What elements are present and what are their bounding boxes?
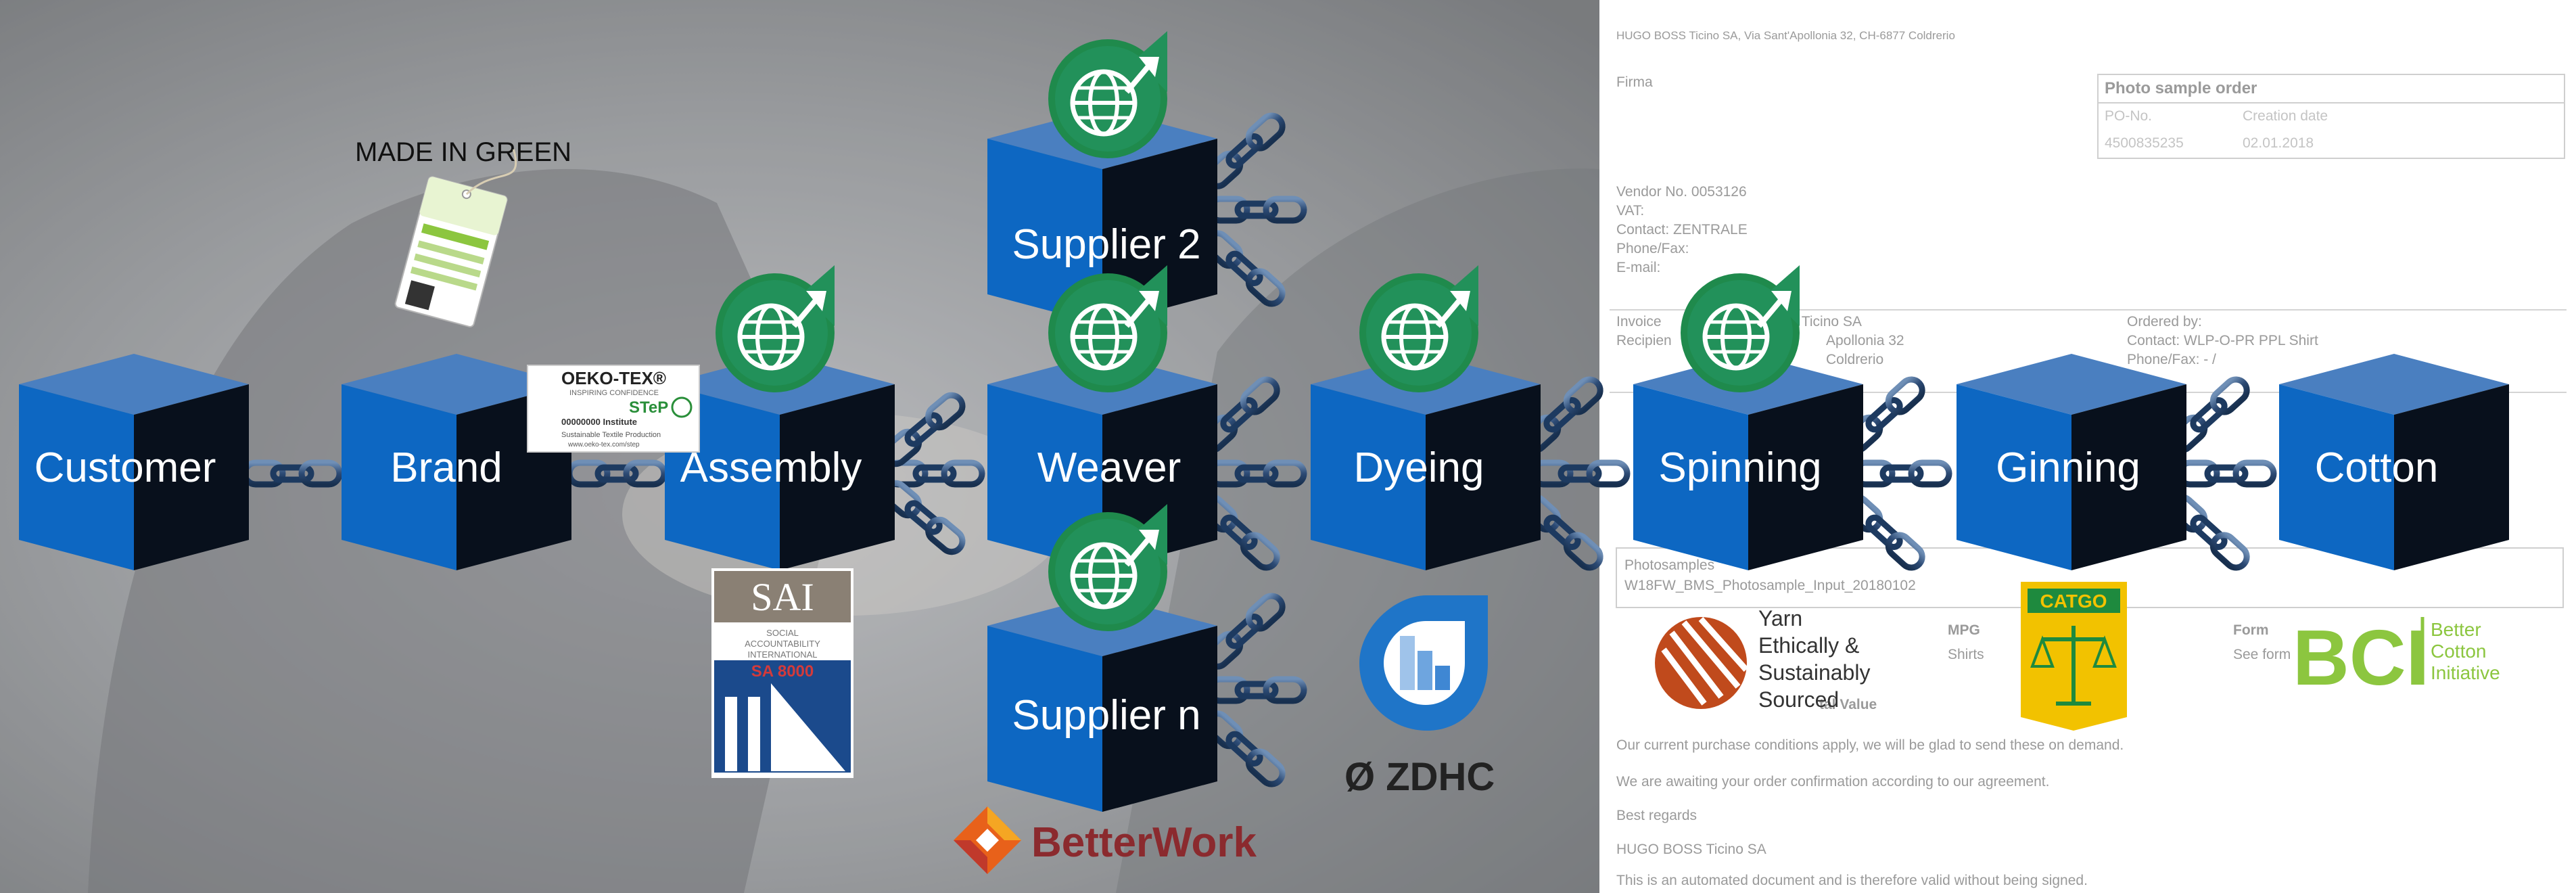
- made-in-green-label: MADE IN GREEN: [355, 137, 571, 327]
- node-ginning-label: Ginning: [1996, 444, 2140, 491]
- doc-automated: This is an automated document and is the…: [1616, 873, 2088, 888]
- doc-vendor: Vendor No. 0053126: [1616, 184, 1747, 200]
- doc-apollonia: Apollonia 32: [1826, 333, 1904, 348]
- betterwork-text: BetterWork: [1031, 819, 1257, 866]
- oeko-tex-step-icon: [671, 396, 693, 418]
- node-dyeing: Dyeing: [1311, 354, 1541, 570]
- doc-phonefax2: Phone/Fax: - /: [2127, 352, 2216, 367]
- sa8000-logo: SAI SOCIAL ACCOUNTABILITY INTERNATIONAL …: [711, 568, 853, 778]
- sai-sub1: SOCIAL: [766, 628, 799, 638]
- yarn-text-1: Yarn: [1758, 606, 1802, 631]
- doc-contact2: Contact: WLP-O-PR PPL Shirt: [2127, 333, 2318, 348]
- oeko-tex-tagline: INSPIRING CONFIDENCE: [569, 389, 659, 397]
- sai-sub2: ACCOUNTABILITY: [745, 639, 820, 649]
- node-cotton-label: Cotton: [2315, 444, 2439, 491]
- node-spinning: Spinning: [1633, 354, 1863, 570]
- node-weaver: Weaver: [987, 354, 1217, 570]
- doc-mpg: MPG: [1948, 622, 1980, 638]
- doc-total-value: tal Value: [1819, 697, 1877, 712]
- doc-coldrerio: Coldrerio: [1826, 352, 1883, 367]
- doc-po-value: 4500835235: [2105, 135, 2184, 151]
- oeko-tex-brand: OEKO-TEX®: [561, 368, 666, 388]
- node-supplier-2-label: Supplier 2: [1012, 221, 1200, 268]
- yarn-ethically-logo: Yarn Ethically & Sustainably Sourced: [1655, 606, 1870, 712]
- node-customer-label: Customer: [34, 444, 216, 491]
- doc-photosamples: Photosamples: [1624, 557, 1714, 573]
- zdhc-drop-icon: [1359, 595, 1488, 731]
- doc-contact: Contact: ZENTRALE: [1616, 222, 1748, 237]
- doc-photo-order-title: Photo sample order: [2105, 79, 2257, 97]
- doc-phone: Phone/Fax:: [1616, 241, 1689, 256]
- betterwork-mark-icon: [954, 806, 1021, 874]
- node-supplier-n-label: Supplier n: [1012, 692, 1200, 739]
- doc-invoice: Invoice: [1616, 314, 1662, 329]
- yarn-text-2: Ethically &: [1758, 633, 1859, 658]
- bci-text-3: Initiative: [2431, 662, 2500, 683]
- node-supplier-2: Supplier 2: [987, 108, 1217, 325]
- doc-form: Form: [2233, 622, 2269, 638]
- doc-awaiting: We are awaiting your order confirmation …: [1616, 774, 2049, 789]
- node-ginning: Ginning: [1957, 354, 2186, 570]
- doc-po-label: PO-No.: [2105, 108, 2152, 124]
- doc-email: E-mail:: [1616, 260, 1660, 275]
- zdhc-text: Ø ZDHC: [1344, 755, 1495, 799]
- catgo-logo: CATGO: [2021, 582, 2127, 731]
- oeko-tex-url: www.oeko-tex.com/step: [567, 441, 640, 449]
- bci-text-2: Cotton: [2431, 641, 2487, 662]
- node-assembly-label: Assembly: [680, 444, 862, 491]
- sa8000-columns-icon: [725, 683, 845, 771]
- oeko-tex-sub: Sustainable Textile Production: [561, 431, 661, 439]
- yarn-text-3: Sustainably: [1758, 660, 1870, 685]
- doc-creation-value: 02.01.2018: [2243, 135, 2314, 151]
- node-brand: Brand: [342, 354, 571, 570]
- doc-vat: VAT:: [1616, 203, 1644, 219]
- doc-shirts: Shirts: [1948, 647, 1984, 662]
- sa8000-text: SA 8000: [751, 662, 814, 681]
- doc-conditions: Our current purchase conditions apply, w…: [1616, 737, 2124, 753]
- doc-creation-label: Creation date: [2243, 108, 2328, 124]
- oeko-tex-step: STeP: [629, 398, 668, 417]
- doc-ordered-by: Ordered by:: [2127, 314, 2202, 329]
- node-spinning-label: Spinning: [1658, 444, 1821, 491]
- node-cotton: Cotton: [2279, 354, 2509, 570]
- node-supplier-n: Supplier n: [987, 595, 1217, 812]
- doc-see-form: See form: [2233, 647, 2291, 662]
- doc-recipient: Recipien: [1616, 333, 1672, 348]
- made-in-green-text: MADE IN GREEN: [355, 137, 571, 167]
- doc-regards: Best regards: [1616, 808, 1697, 823]
- node-customer: Customer: [19, 354, 249, 570]
- oeko-tex-step-logo: OEKO-TEX® INSPIRING CONFIDENCE STeP 0000…: [527, 365, 700, 453]
- doc-photosample-input: W18FW_BMS_Photosample_Input_20180102: [1624, 578, 1916, 593]
- oeko-tex-number: 00000000 Institute: [561, 417, 637, 427]
- bci-text-1: Better: [2431, 619, 2481, 640]
- doc-firma: Firma: [1616, 74, 1653, 90]
- node-brand-label: Brand: [390, 444, 502, 491]
- catgo-scales-icon: [2030, 626, 2117, 706]
- made-in-green-tag-icon: [394, 149, 517, 327]
- node-dyeing-label: Dyeing: [1354, 444, 1484, 491]
- doc-header: HUGO BOSS Ticino SA, Via Sant'Apollonia …: [1616, 29, 1955, 42]
- bci-logo: BCI Better Cotton Initiative: [2293, 614, 2500, 702]
- sai-text: SAI: [751, 575, 814, 619]
- betterwork-logo: BetterWork: [954, 806, 1257, 874]
- yarn-ball-icon: [1655, 617, 1749, 709]
- sai-sub3: INTERNATIONAL: [747, 649, 817, 660]
- node-assembly: Assembly: [665, 354, 895, 570]
- doc-hugo-boss-sa: HUGO BOSS Ticino SA: [1616, 842, 1766, 857]
- yarn-text-4: Sourced: [1758, 687, 1839, 712]
- node-weaver-label: Weaver: [1037, 444, 1181, 491]
- zdhc-logo: Ø ZDHC: [1344, 595, 1495, 799]
- bci-mark: BCI: [2293, 614, 2428, 702]
- catgo-text: CATGO: [2040, 591, 2107, 612]
